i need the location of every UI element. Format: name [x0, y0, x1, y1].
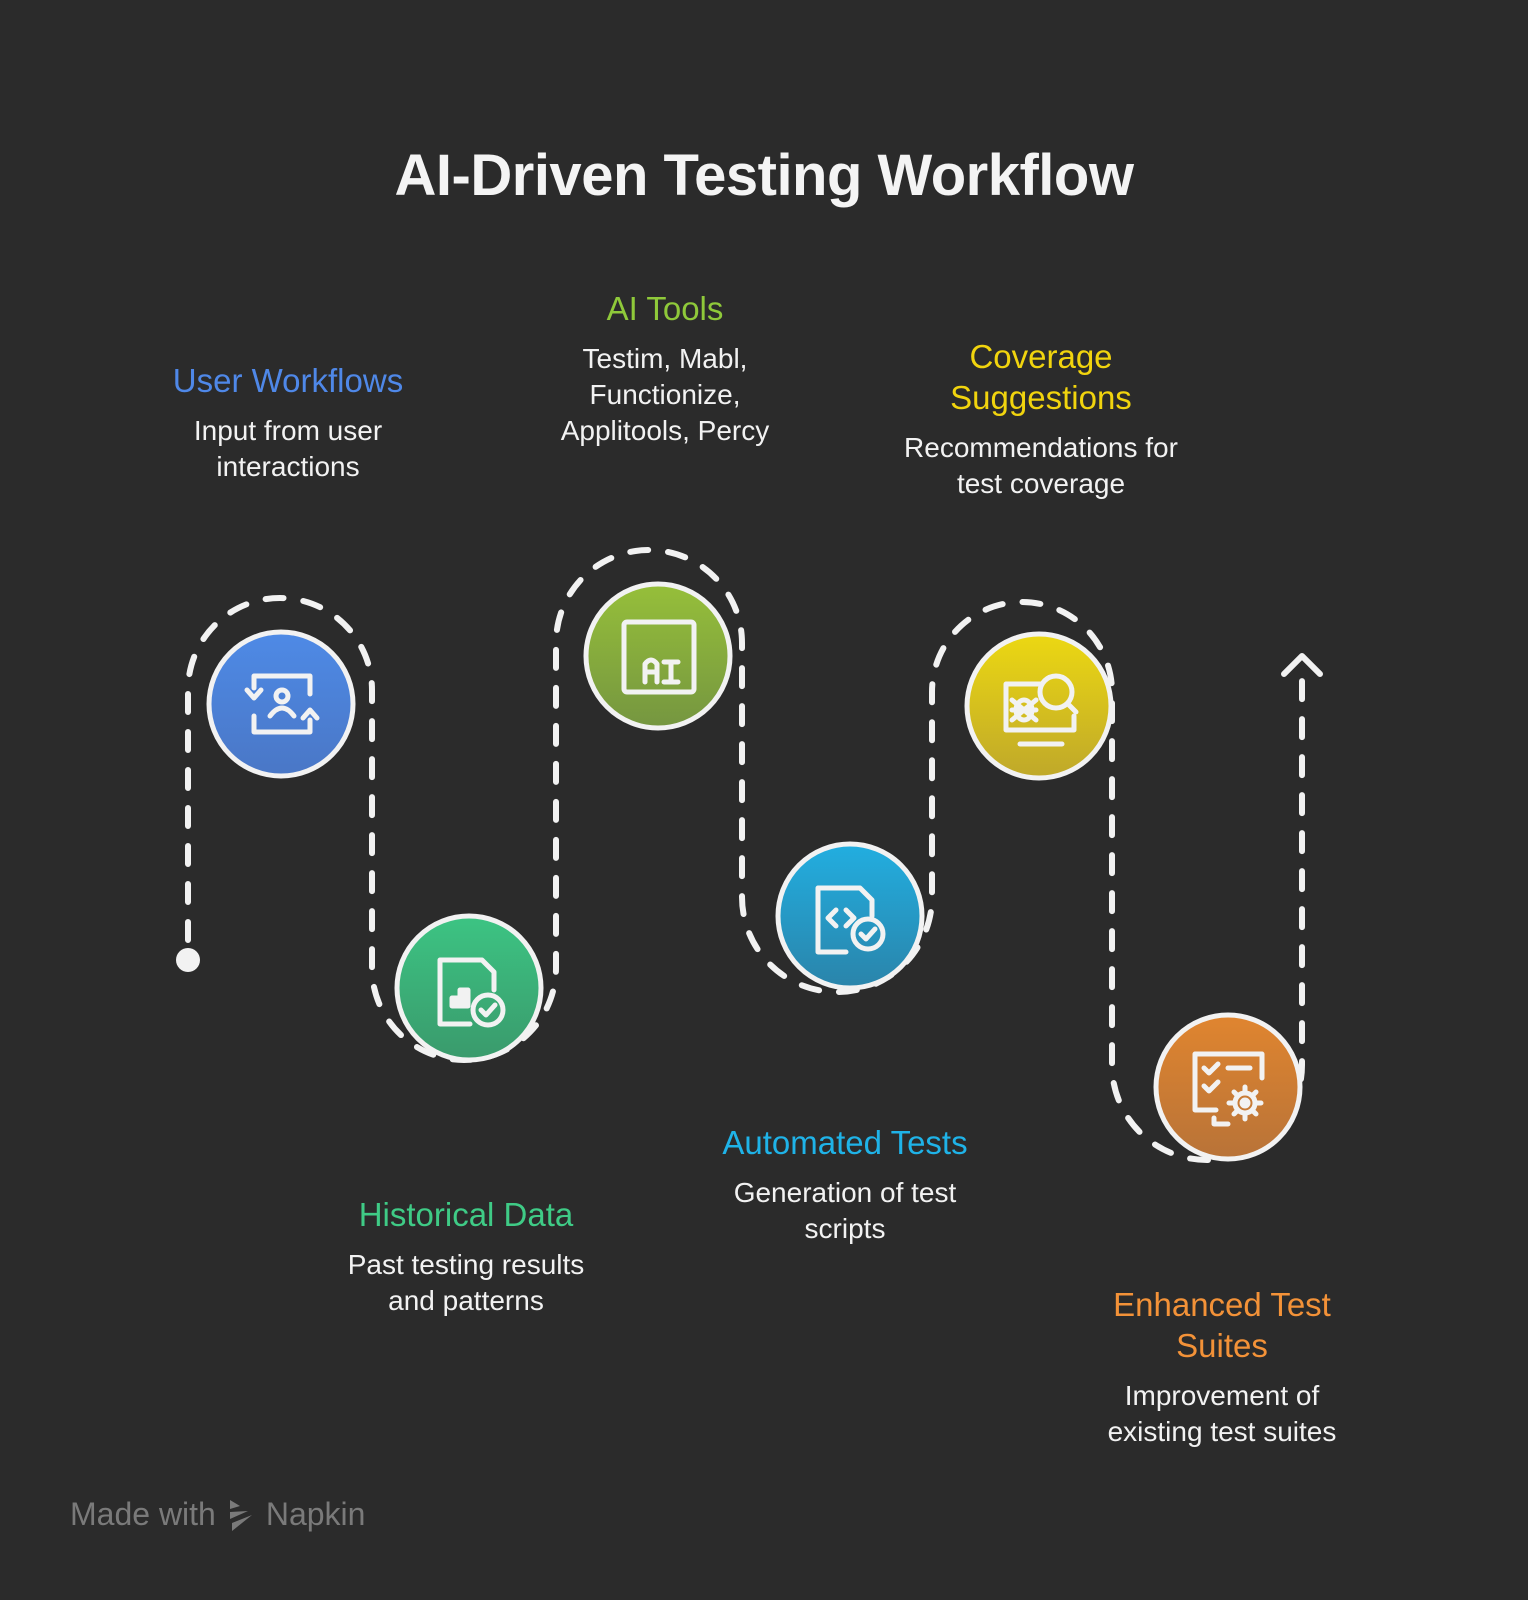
code-document-check-icon — [815, 885, 886, 955]
step-description: Recommendations for test coverage — [904, 432, 1178, 499]
made-with-text: Made with — [70, 1496, 216, 1532]
napkin-logo-icon — [229, 1499, 252, 1531]
user-sync-icon — [244, 673, 320, 735]
step-label-automated-tests: Automated Tests Generation of test scrip… — [675, 1122, 1015, 1247]
step-node-ai-tools — [583, 581, 733, 731]
step-description: Input from user interactions — [193, 415, 383, 482]
step-node-automated-tests — [775, 841, 925, 991]
step-heading: Coverage Suggestions — [950, 338, 1132, 416]
step-heading: Enhanced Test Suites — [1113, 1286, 1331, 1364]
arrow-head-icon — [1281, 653, 1323, 677]
step-label-enhanced-test-suites: Enhanced Test Suites Improvement of exis… — [1052, 1284, 1392, 1450]
step-description: Past testing results and patterns — [347, 1249, 585, 1316]
step-node-coverage-suggestions — [964, 631, 1114, 781]
step-description: Improvement of existing test suites — [1107, 1380, 1337, 1447]
step-description: Testim, Mabl, Functionize, Applitools, P… — [560, 343, 770, 446]
step-heading: AI Tools — [606, 290, 724, 327]
document-chart-check-icon — [437, 957, 506, 1028]
step-node-enhanced-test-suites — [1153, 1012, 1303, 1162]
step-heading: Historical Data — [358, 1196, 574, 1233]
step-node-user-workflows — [206, 629, 356, 779]
step-node-historical-data — [394, 913, 544, 1063]
step-label-historical-data: Historical Data Past testing results and… — [296, 1194, 636, 1319]
bug-search-monitor-icon — [1003, 673, 1079, 747]
start-dot — [176, 948, 200, 972]
step-label-ai-tools: AI Tools Testim, Mabl, Functionize, Appl… — [495, 288, 835, 449]
step-label-user-workflows: User Workflows Input from user interacti… — [118, 360, 458, 485]
step-description: Generation of test scripts — [733, 1177, 957, 1244]
step-heading: User Workflows — [172, 362, 404, 399]
made-with-napkin-badge: Made with Napkin — [70, 1496, 365, 1533]
step-heading: Automated Tests — [722, 1124, 968, 1161]
monitor-checklist-gear-icon — [1192, 1051, 1265, 1127]
napkin-brand-text: Napkin — [265, 1496, 366, 1532]
step-label-coverage-suggestions: Coverage Suggestions Recommendations for… — [871, 336, 1211, 502]
ai-chip-icon — [621, 619, 697, 695]
diagram-title: AI-Driven Testing Workflow — [394, 143, 1134, 208]
